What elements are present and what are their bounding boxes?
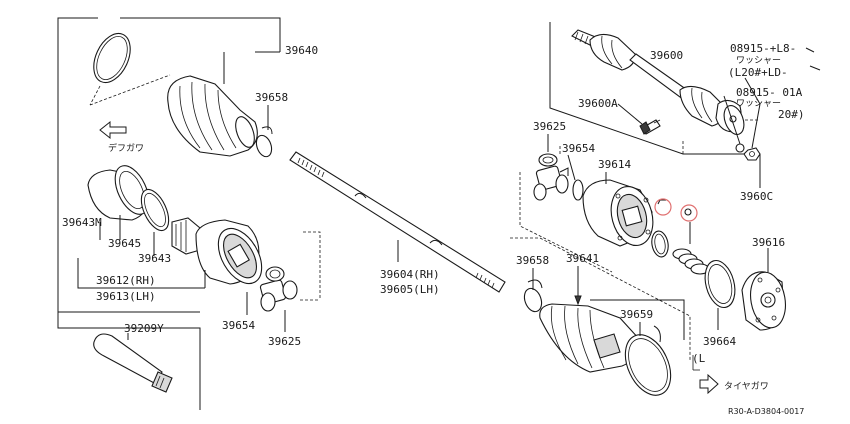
label-l20-ld: (L20#+LD- — [728, 66, 788, 79]
o-ring-39664-shape — [704, 259, 736, 309]
label-39600a: 39600A — [578, 97, 618, 110]
boot-top-shape — [167, 75, 258, 157]
label-3960c: 3960C — [740, 190, 773, 203]
cv-cup-39643m-shape — [87, 165, 151, 221]
label-39658-top: 39658 — [255, 91, 288, 104]
nut-washer-shape — [735, 143, 761, 161]
label-39616: 39616 — [752, 236, 785, 249]
label-39658-right: 39658 — [516, 254, 549, 267]
label-washer-2: ワッシャー — [736, 99, 781, 109]
axle-assembly-39600-shape — [571, 29, 745, 135]
snap-ring-right-shape — [572, 179, 584, 201]
label-39654-left: 39654 — [222, 319, 255, 332]
label-39612: 39612(RH) — [96, 274, 156, 287]
left-group-frame — [57, 17, 281, 410]
label-39643m: 39643M — [62, 216, 102, 229]
label-20: 20#) — [778, 108, 805, 121]
tripod-left-shape — [259, 266, 298, 312]
label-39209y: 39209Y — [124, 322, 164, 335]
label-diff-side: デフガワ — [108, 142, 144, 154]
clamp-39659-shape — [624, 334, 672, 396]
housing-39614-shape — [582, 179, 654, 247]
bolt-39600a-shape — [639, 119, 661, 135]
right-lower-frame — [510, 237, 700, 371]
tool-39209y-shape — [93, 333, 173, 393]
label-39625-right: 39625 — [533, 120, 566, 133]
label-l-paren: (L — [692, 352, 706, 365]
label-39659: 39659 — [620, 308, 653, 321]
grease-nipple-shape — [684, 208, 692, 216]
label-39614: 39614 — [598, 158, 631, 171]
label-washer-1: ワッシャー — [736, 56, 781, 66]
label-39613: 39613(LH) — [96, 290, 156, 303]
label-39605: 39605(LH) — [380, 283, 440, 296]
o-ring-39640-shape — [93, 32, 131, 84]
reference-code: R30-A-D3804-0017 — [728, 407, 804, 416]
label-08915-01a: 08915- 01A — [736, 86, 803, 99]
label-39654-right: 39654 — [562, 142, 595, 155]
band-39658-top-shape — [255, 126, 273, 158]
label-39625-left: 39625 — [268, 335, 301, 348]
label-39643: 39643 — [138, 252, 171, 265]
seal-ring-shape — [651, 230, 669, 258]
outline-arrow-right-icon — [699, 373, 719, 395]
right-mid-frame — [519, 146, 613, 273]
label-39641: 39641 — [566, 252, 599, 265]
label-tire-side: タイヤガワ — [724, 381, 769, 392]
boot-39641-shape — [539, 303, 641, 373]
band-39658-right-shape — [523, 279, 543, 313]
label-39645: 39645 — [108, 237, 141, 250]
outline-arrow-upleft-icon — [99, 120, 127, 140]
label-39640: 39640 — [285, 44, 318, 57]
label-39604: 39604(RH) — [380, 268, 440, 281]
drive-shaft-39604-shape — [289, 151, 506, 293]
label-39600: 39600 — [650, 49, 683, 62]
ring-39643-shape — [140, 188, 170, 232]
outer-joint-39612-shape — [171, 217, 263, 285]
tripod-right-shape — [533, 153, 569, 201]
spring-shape — [672, 248, 710, 275]
flange-39616-shape — [741, 271, 786, 331]
label-08915-l8: 08915-+L8- — [730, 42, 796, 55]
label-39664: 39664 — [703, 335, 736, 348]
